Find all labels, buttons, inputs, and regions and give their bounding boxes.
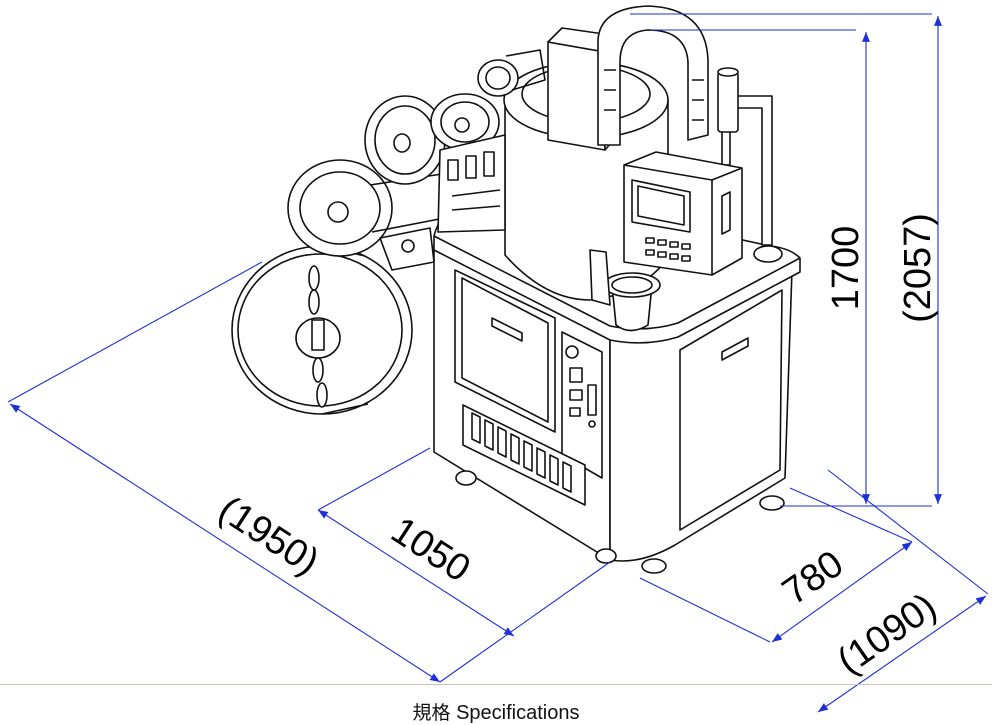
- depth-dimension-line: [771, 541, 913, 643]
- caster: [455, 470, 477, 486]
- keypad: [645, 237, 691, 262]
- footer-divider: [0, 684, 992, 685]
- depth-dimension-label: 780: [775, 543, 851, 614]
- height-dimension-label: 1700: [825, 226, 867, 311]
- tower-light: [717, 71, 739, 133]
- width-dimension-label: 1050: [384, 509, 478, 590]
- width-overall-dimension-label: (1950): [211, 488, 326, 583]
- hopper-box: [547, 41, 606, 151]
- dimension-lines: [7, 13, 989, 713]
- caster: [595, 548, 617, 564]
- reel-left: [287, 159, 461, 257]
- width-overall-dimension-line: [9, 403, 441, 683]
- caster: [759, 495, 785, 511]
- feed-mechanism: [437, 134, 506, 233]
- depth-overall-dimension-line: [817, 595, 987, 713]
- caster: [641, 558, 667, 574]
- machine-illustration: [231, 5, 801, 574]
- specifications-caption: 規格 Specifications: [0, 698, 992, 725]
- dial-knob: [565, 345, 579, 359]
- depth-overall-dimension-label: (1090): [830, 585, 944, 682]
- valve-rack: [462, 404, 586, 506]
- front-handle: [491, 317, 523, 342]
- large-reel: [231, 245, 413, 415]
- lifting-arch: [597, 5, 709, 146]
- specifications-caption-cjk: 規格: [412, 702, 451, 724]
- right-door-panel: [679, 289, 783, 531]
- reel-top: [477, 49, 546, 97]
- height-overall-dimension-label: (2057): [897, 213, 939, 323]
- reel-upper-left: [364, 95, 446, 185]
- specifications-caption-en: Specifications: [456, 702, 580, 724]
- right-handle: [721, 337, 749, 361]
